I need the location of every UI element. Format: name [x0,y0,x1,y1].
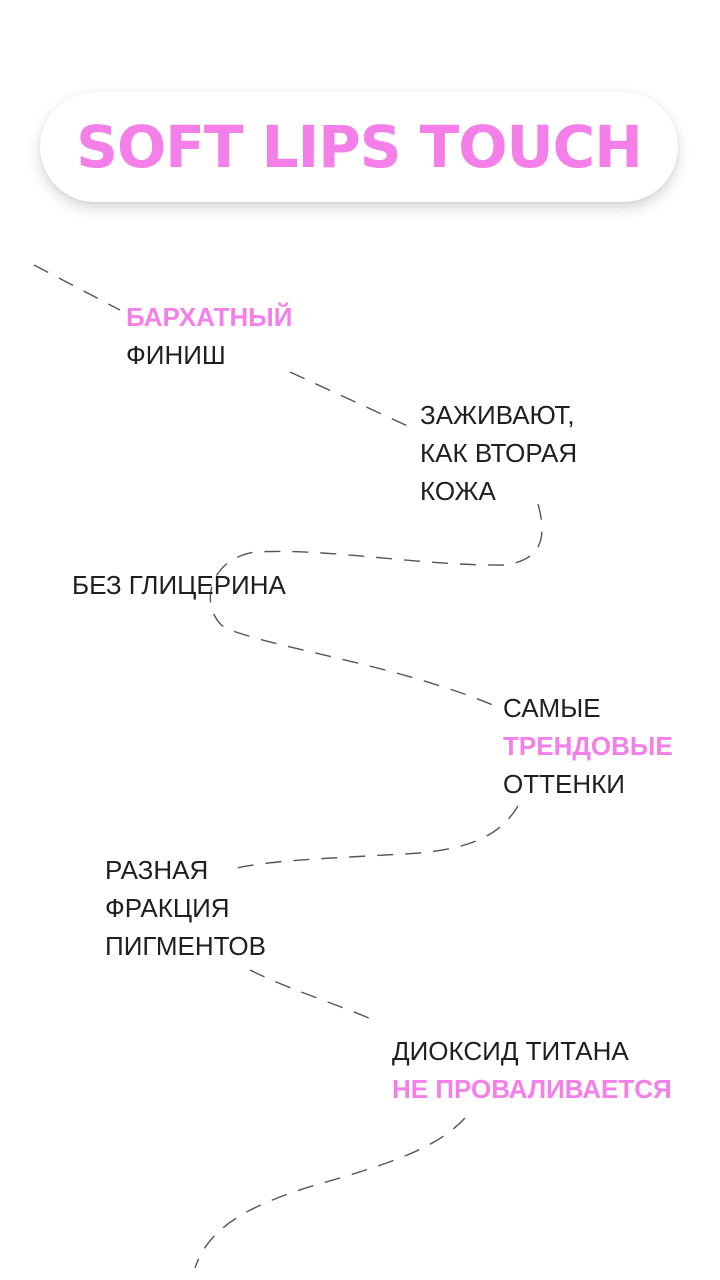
page-title: SOFT LIPS TOUCH [76,113,643,181]
feature-no-glycerin-text: БЕЗ ГЛИЦЕРИНА [72,570,286,600]
feature-velvet-text: ФИНИШ [126,340,226,370]
feature-trendy-shades: САМЫЕ ТРЕНДОВЫЕ ОТТЕНКИ [503,689,673,803]
feature-pigment-fraction: РАЗНАЯ ФРАКЦИЯ ПИГМЕНТОВ [105,851,266,965]
feature-pigment-line-2: ФРАКЦИЯ [105,893,230,923]
feature-no-glycerin: БЕЗ ГЛИЦЕРИНА [72,566,286,604]
feature-titanium-dioxide: ДИОКСИД ТИТАНА НЕ ПРОВАЛИВАЕТСЯ [392,1032,672,1108]
feature-titanium-highlight: НЕ ПРОВАЛИВАЕТСЯ [392,1074,672,1104]
feature-pigment-line-3: ПИГМЕНТОВ [105,931,266,961]
title-banner: SOFT LIPS TOUCH [40,92,678,202]
feature-trendy-line-3: ОТТЕНКИ [503,769,625,799]
feature-trendy-line-1: САМЫЕ [503,693,601,723]
feature-titanium-line-1: ДИОКСИД ТИТАНА [392,1036,629,1066]
feature-heal-line-3: КОЖА [420,476,496,506]
feature-pigment-line-1: РАЗНАЯ [105,855,209,885]
feature-velvet-highlight: БАРХАТНЫЙ [126,302,293,332]
feature-trendy-highlight: ТРЕНДОВЫЕ [503,731,673,761]
feature-heal-line-1: ЗАЖИВАЮТ, [420,400,575,430]
feature-heal-line-2: КАК ВТОРАЯ [420,438,578,468]
feature-velvet-finish: БАРХАТНЫЙ ФИНИШ [126,298,292,374]
feature-heal-like-skin: ЗАЖИВАЮТ, КАК ВТОРАЯ КОЖА [420,396,577,510]
